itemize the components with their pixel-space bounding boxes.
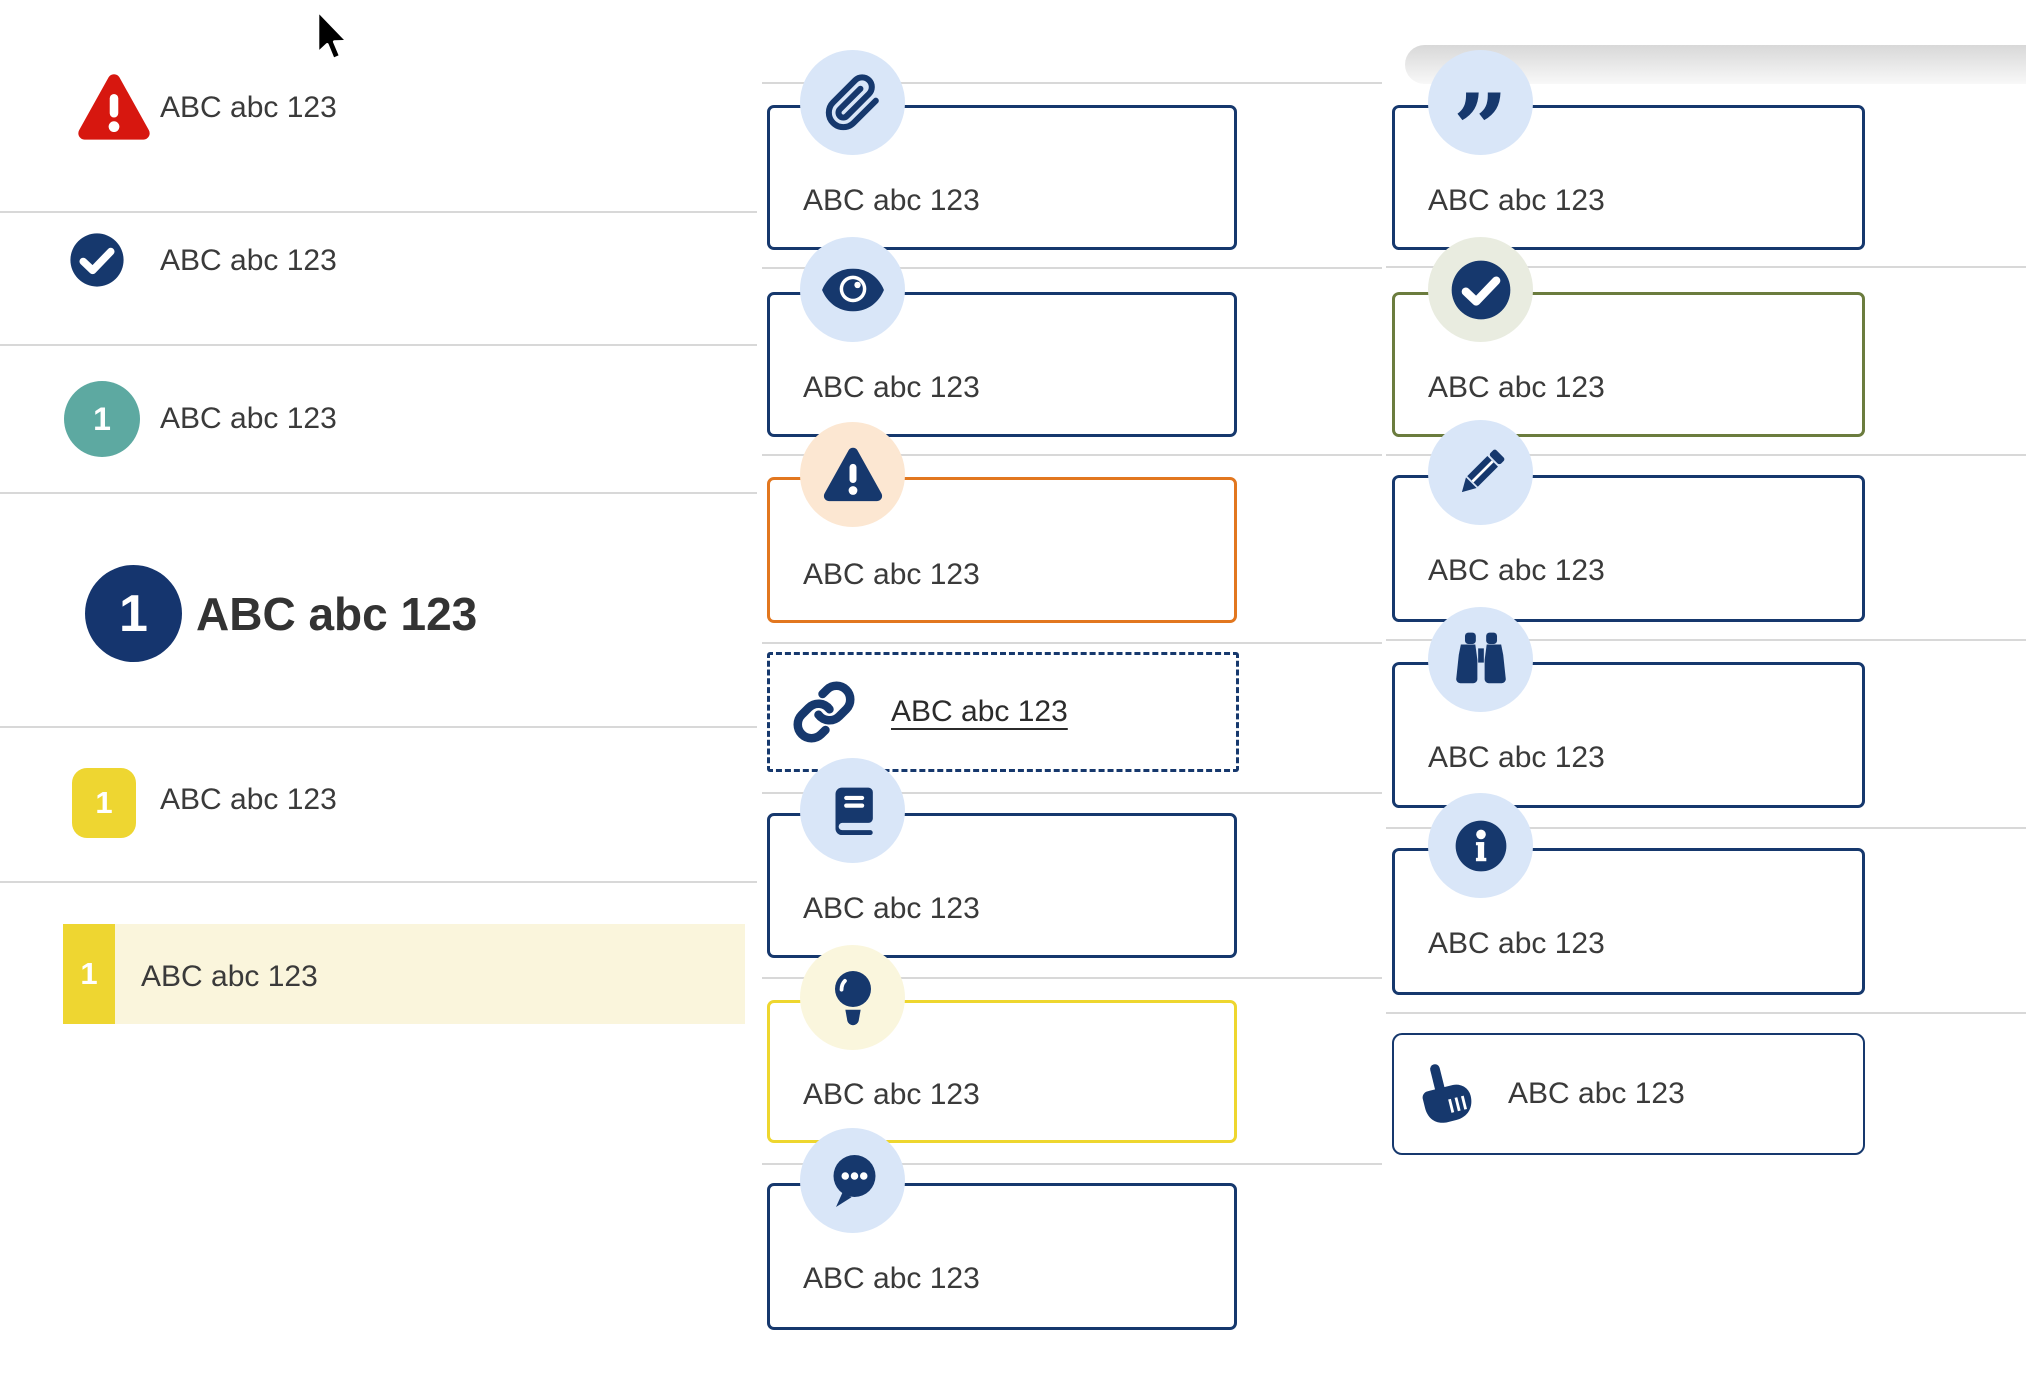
divider (1386, 454, 2026, 456)
check-circle-icon (68, 231, 126, 289)
icon-circle (1428, 607, 1533, 712)
callout-label: ABC abc 123 (803, 371, 980, 404)
step-number-badge: 1 (64, 381, 140, 457)
list-item-label: ABC abc 123 (160, 402, 337, 435)
lightbulb-icon (826, 968, 880, 1028)
icon-circle: ” (1428, 50, 1533, 177)
divider (762, 454, 1382, 456)
callout-label: ABC abc 123 (803, 184, 980, 217)
icon-circle (800, 1128, 905, 1233)
step-number-badge: 1 (63, 924, 115, 1024)
divider (1386, 1012, 2026, 1014)
icon-circle (800, 945, 905, 1050)
callout-label: ABC abc 123 (803, 1078, 980, 1111)
callout-label: ABC abc 123 (803, 892, 980, 925)
callout-label: ABC abc 123 (1508, 1077, 1685, 1110)
divider (762, 792, 1382, 794)
divider (0, 211, 757, 213)
callout-label: ABC abc 123 (1428, 371, 1605, 404)
divider (1386, 266, 2026, 268)
pencil-icon (1451, 443, 1511, 503)
callout-label: ABC abc 123 (1428, 741, 1605, 774)
divider (762, 1163, 1382, 1165)
divider (762, 977, 1382, 979)
quote-icon: ” (1452, 72, 1509, 186)
icon-circle (800, 422, 905, 527)
eye-icon (821, 268, 885, 312)
chat-icon (823, 1151, 883, 1211)
icon-circle (1428, 793, 1533, 898)
callout-label: ABC abc 123 (803, 558, 980, 591)
info-icon (1452, 817, 1510, 875)
highlight-background (63, 924, 745, 1024)
paperclip-icon (824, 74, 882, 132)
link-icon (791, 679, 857, 745)
section-heading: ABC abc 123 (196, 588, 478, 640)
callout-link-text[interactable]: ABC abc 123 (891, 695, 1068, 728)
icon-circle (800, 237, 905, 342)
divider (762, 267, 1382, 269)
warning-triangle-icon (76, 72, 152, 142)
icon-circle (800, 758, 905, 863)
icon-circle (1428, 420, 1533, 525)
callout-box (1392, 1033, 1865, 1155)
divider (0, 881, 757, 883)
icon-circle (1428, 237, 1533, 342)
list-item-label: ABC abc 123 (160, 783, 337, 816)
divider (0, 726, 757, 728)
callout-label: ABC abc 123 (803, 1262, 980, 1295)
list-item-label: ABC abc 123 (160, 91, 337, 124)
step-number-badge: 1 (85, 565, 182, 662)
callout-label: ABC abc 123 (1428, 927, 1605, 960)
divider (0, 492, 757, 494)
divider (1386, 639, 2026, 641)
warning-triangle-icon (822, 446, 884, 503)
divider (762, 642, 1382, 644)
mouse-cursor (315, 8, 352, 67)
divider (1386, 827, 2026, 829)
step-number-badge: 1 (72, 768, 136, 838)
callout-label: ABC abc 123 (1428, 184, 1605, 217)
list-item-label: ABC abc 123 (141, 960, 318, 993)
hand-pointer-icon (1410, 1058, 1476, 1130)
book-icon (825, 783, 881, 839)
icon-circle (800, 50, 905, 155)
divider (0, 344, 757, 346)
check-circle-icon (1449, 258, 1513, 322)
binoculars-icon (1450, 629, 1512, 691)
list-item-label: ABC abc 123 (160, 244, 337, 277)
divider (762, 82, 1382, 84)
callout-label: ABC abc 123 (1428, 554, 1605, 587)
